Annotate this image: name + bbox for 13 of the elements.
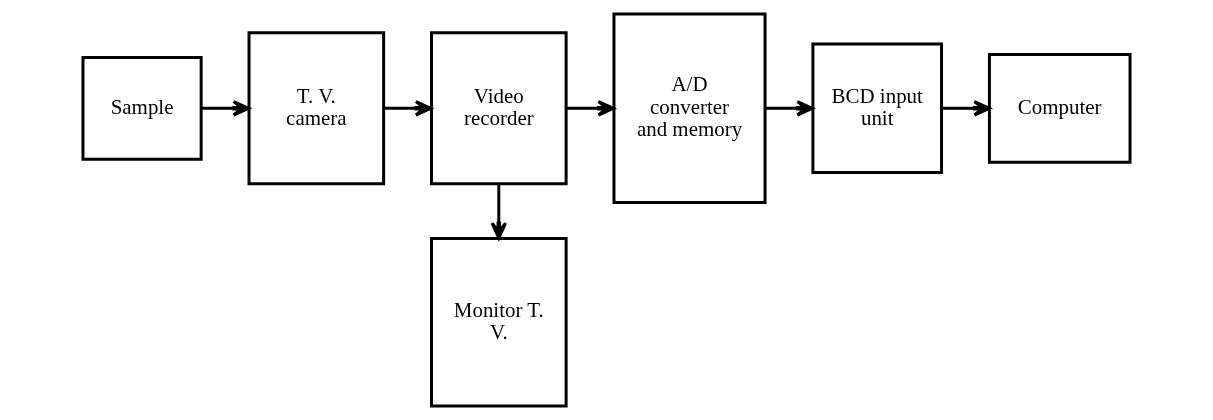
arrow [383, 100, 433, 117]
node-box: A/D converter and memory [612, 12, 767, 204]
node-box: Sample [81, 55, 203, 161]
node-box: T. V. camera [247, 31, 386, 186]
arrow [566, 100, 615, 117]
arrow [765, 100, 814, 117]
node-box: Monitor T. V. [430, 236, 568, 408]
arrow [942, 100, 991, 117]
node-box: BCD input unit [811, 42, 944, 175]
arrow [490, 183, 508, 240]
node-box: Computer [987, 52, 1132, 164]
node-box: Video recorder [430, 31, 568, 186]
arrow [201, 100, 251, 117]
